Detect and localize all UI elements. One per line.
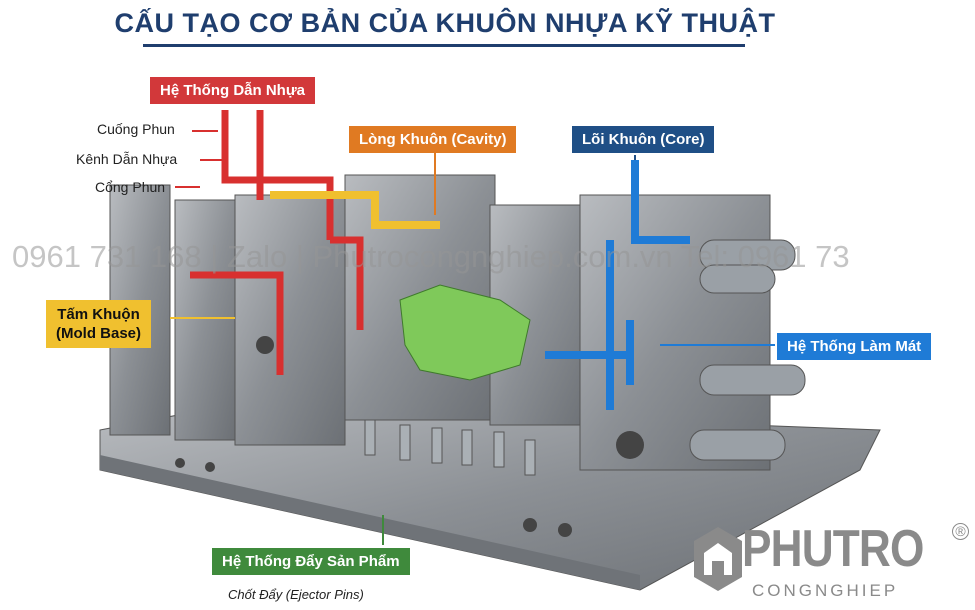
label-cooling: Hệ Thống Làm Mát <box>777 333 932 360</box>
mold-base-line2: (Mold Base) <box>56 325 142 342</box>
logo-sub: CONGNGHIEP <box>752 581 899 600</box>
registered-mark: ® <box>952 523 969 540</box>
watermark: 0961 731 168 | Zalo | Phutrocongnghiep.c… <box>12 239 850 274</box>
mold-base-line1: Tấm Khuộn <box>57 306 140 323</box>
label-sprue: Cuống Phun <box>97 121 175 137</box>
runner-channels <box>190 110 364 375</box>
label-gate: Cổng Phun <box>95 179 166 195</box>
page-title: CẤU TẠO CƠ BẢN CỦA KHUÔN NHỰA KỸ THUẬT <box>114 8 776 38</box>
label-core: Lõi Khuôn (Core) <box>572 126 715 153</box>
label-runner-system: Hệ Thống Dẫn Nhựa <box>150 77 316 104</box>
label-mold-base: Tấm Khuộn (Mold Base) <box>46 300 152 348</box>
label-runner: Kênh Dẫn Nhựa <box>76 151 178 167</box>
brand-logo: PHUTRO CONGNGHIEP ® <box>692 521 969 600</box>
label-ejector-system: Hệ Thống Đẩy Sản Phẩm <box>212 548 410 575</box>
title-underline <box>143 44 745 47</box>
label-ejector-pins: Chốt Đẩy (Ejector Pins) <box>228 587 364 602</box>
plastic-part <box>399 284 531 381</box>
house-icon <box>694 527 742 591</box>
logo-name: PHUTRO <box>742 520 924 578</box>
label-cavity: Lòng Khuôn (Cavity) <box>349 126 517 153</box>
cooling-channels <box>545 160 690 410</box>
ejector-pins <box>364 419 536 476</box>
